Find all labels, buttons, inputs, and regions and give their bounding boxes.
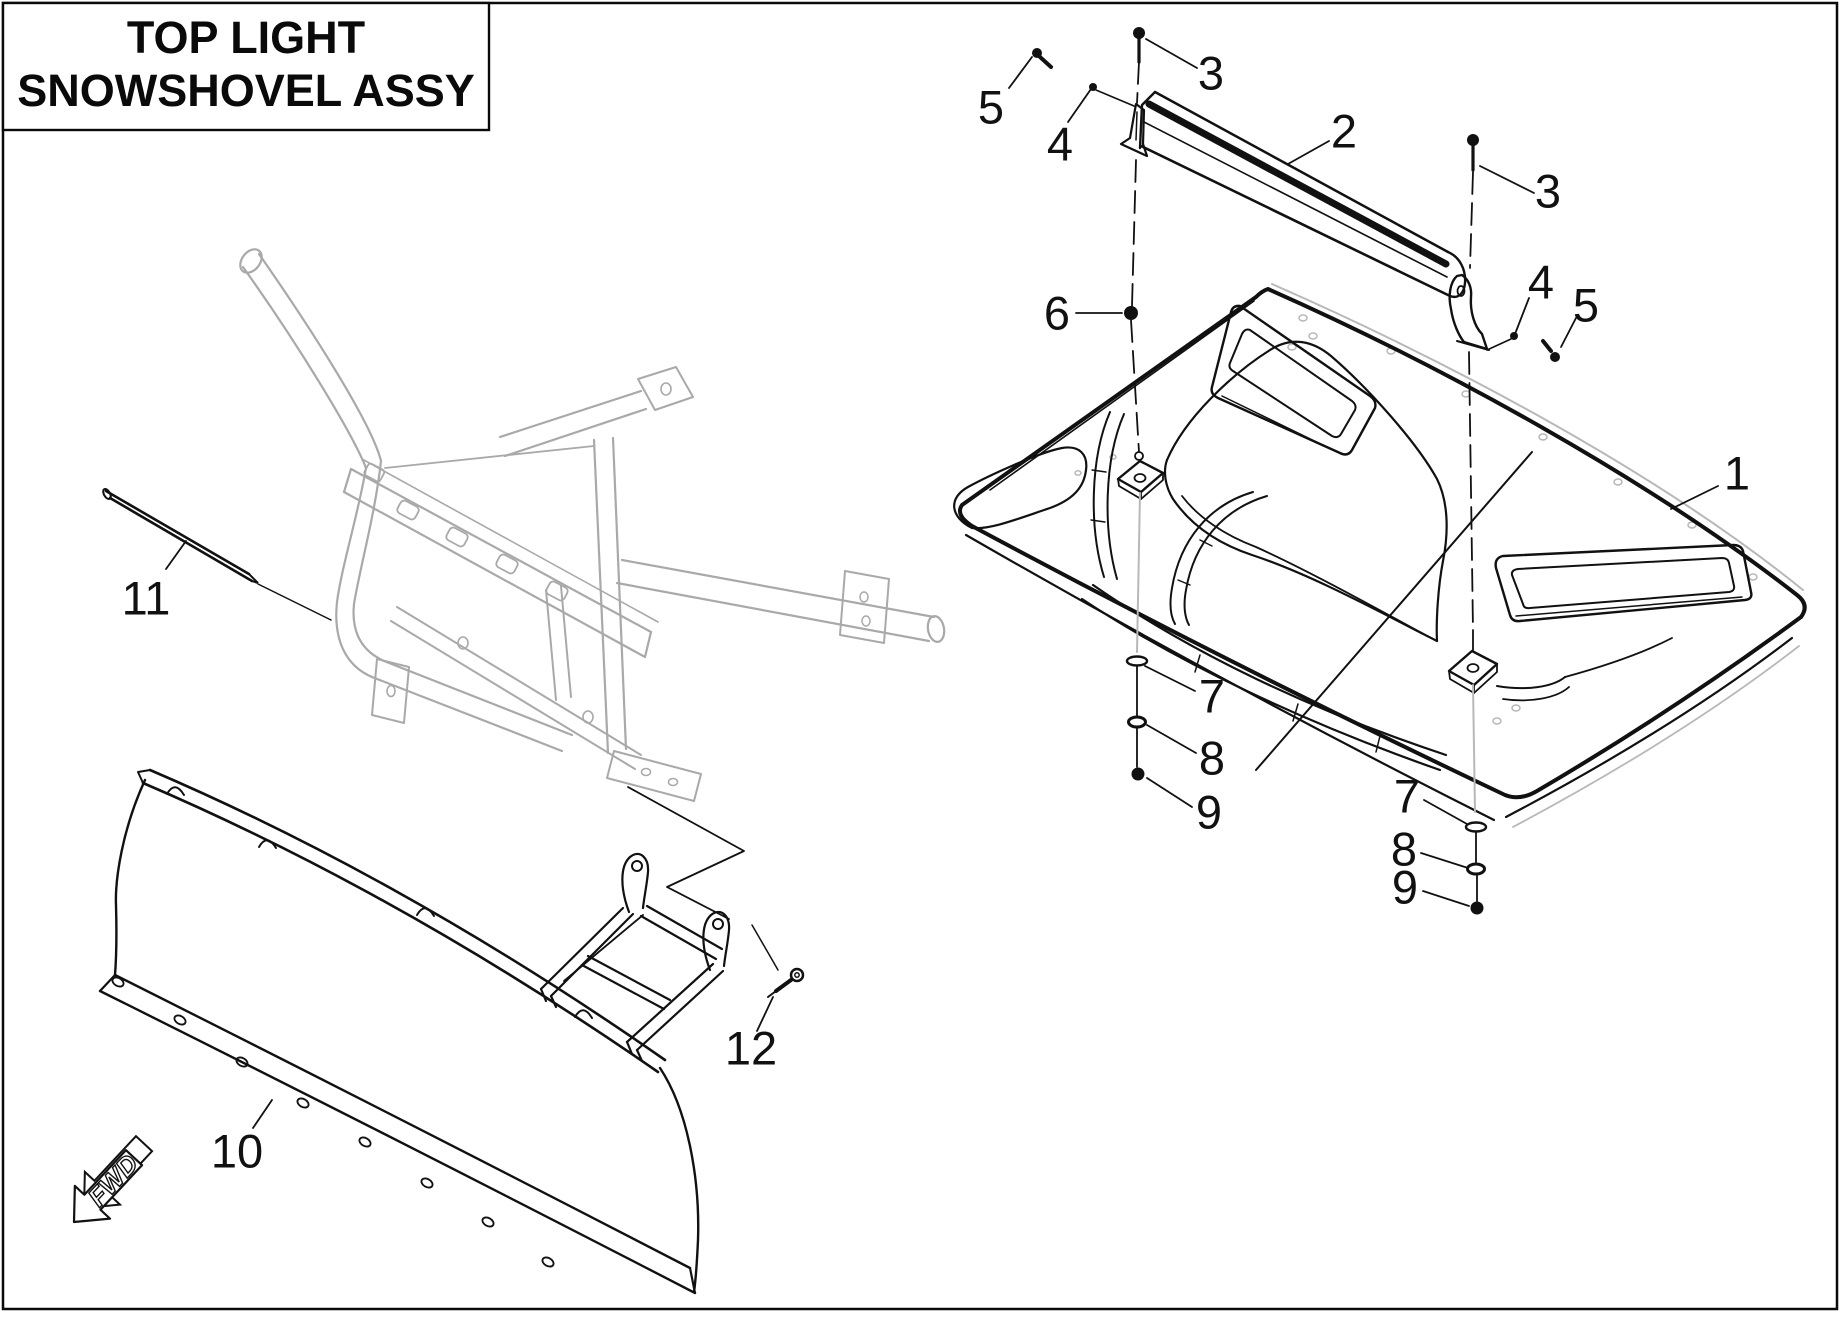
hook-bracket-right [702, 910, 731, 972]
hook-bracket-left [621, 852, 650, 914]
nut-9-right [1470, 901, 1484, 915]
right-mount-hardware [1464, 134, 1560, 915]
part-label-5-right: 5 [1573, 279, 1599, 332]
part-label-5-left: 5 [978, 81, 1004, 134]
leader-9-left [1146, 777, 1193, 808]
bolt-3-right [1467, 134, 1479, 146]
light-bar-bracket-right [1448, 273, 1490, 351]
blade-part-10 [98, 768, 700, 1295]
leader-5-right [1560, 317, 1577, 348]
washer-7-left [1125, 655, 1149, 667]
part-label-2: 2 [1331, 105, 1357, 158]
well-nut-6 [1124, 306, 1138, 320]
pin-part-12 [751, 924, 805, 998]
roof-mount-pad-left [1116, 451, 1165, 500]
light-bar-part-2 [1119, 90, 1490, 351]
title-line-1: TOP LIGHT [127, 12, 365, 63]
leader-3-right [1479, 165, 1535, 194]
part-label-4-left: 4 [1047, 118, 1073, 171]
roof-vent-lower [1494, 543, 1753, 623]
leader-lines [165, 38, 1719, 1129]
roof-rivet-holes [1074, 314, 1758, 725]
left-mount-hardware [1032, 27, 1149, 781]
spacer-4-right [1510, 332, 1518, 340]
roof-part-1 [953, 283, 1807, 828]
part-label-3-left: 3 [1198, 47, 1224, 100]
hook-hole-left [631, 860, 643, 872]
leader-2 [1287, 140, 1330, 165]
tube-end-cap [239, 248, 263, 274]
nut-9-left [1131, 767, 1145, 781]
scraper-bolt-holes [111, 976, 555, 1268]
leader-12 [756, 996, 774, 1032]
washer-8-right [1466, 862, 1486, 876]
light-bar-bracket-left [1119, 102, 1149, 158]
screw-5-right [1550, 352, 1560, 362]
part-label-11: 11 [122, 572, 171, 625]
leader-1 [1670, 485, 1719, 510]
leader-7-right [1423, 799, 1468, 825]
assembly-zigzag-line [627, 786, 745, 920]
part-label-6: 6 [1044, 287, 1070, 340]
leader-8-left [1146, 724, 1197, 754]
leader-9-right [1422, 890, 1470, 907]
leader-5-left [1008, 56, 1033, 89]
roof-vent-upper [1210, 304, 1377, 456]
bolt-3-left [1133, 27, 1145, 39]
roof-left-corner-cap [953, 446, 1088, 530]
washer-7-right [1464, 821, 1488, 833]
part-label-9-right: 9 [1392, 861, 1418, 914]
part-label-9-left: 9 [1196, 786, 1222, 839]
part-label-4-right: 4 [1528, 256, 1554, 309]
ghost-mount-frame [239, 248, 946, 802]
leader-4-left [1067, 88, 1092, 123]
roof-center-panel [1165, 340, 1448, 643]
leader-3-left [1145, 38, 1198, 69]
pin-insert-line [751, 924, 779, 971]
fwd-arrow: FWD [72, 1134, 154, 1224]
part-label-8-right: 8 [1391, 823, 1417, 876]
rod-insert-line [257, 583, 332, 621]
title-line-2: SNOWSHOVEL ASSY [17, 65, 475, 116]
part-label-1: 1 [1724, 447, 1750, 500]
washer-8-left [1127, 715, 1147, 729]
roof-outline [958, 287, 1807, 800]
part-label-8-left: 8 [1199, 732, 1225, 785]
light-bar-end-cap [1446, 250, 1467, 298]
part-labels: 1 2 3 3 4 4 5 5 6 7 8 9 7 8 9 10 11 12 [122, 47, 1750, 1178]
leader-10 [252, 1099, 273, 1129]
leader-7-left [1144, 665, 1196, 692]
leader-8-right [1420, 852, 1469, 869]
hook-hole-right [712, 918, 724, 930]
part-label-12: 12 [725, 1022, 777, 1075]
rod-part-11 [102, 488, 332, 621]
blade-frame [539, 786, 745, 1063]
part-label-3-right: 3 [1535, 165, 1561, 218]
leader-4-right [1514, 297, 1530, 335]
part-label-10: 10 [211, 1125, 263, 1178]
part-label-7-left: 7 [1199, 670, 1225, 723]
part-label-7-right: 7 [1394, 770, 1420, 823]
title-box: TOP LIGHT SNOWSHOVEL ASSY [1, 1, 491, 132]
leader-11 [165, 540, 187, 570]
